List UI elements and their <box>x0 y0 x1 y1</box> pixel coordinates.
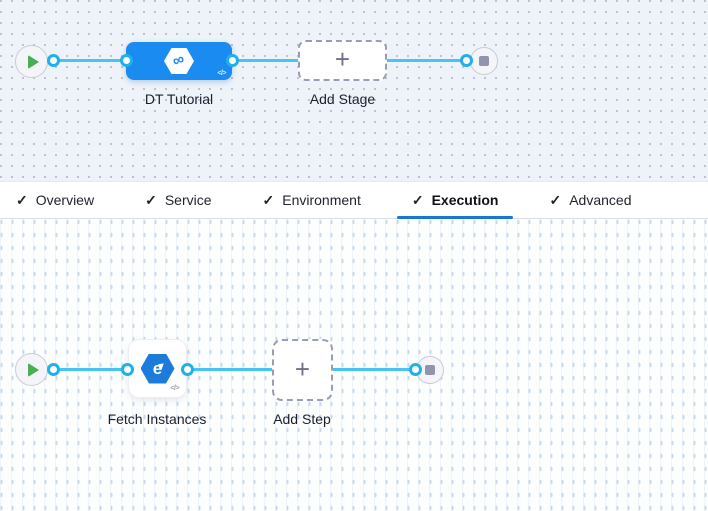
code-view-icon[interactable]: </> <box>170 385 179 392</box>
plus-icon: + <box>334 44 351 74</box>
tab-label: Environment <box>282 192 361 208</box>
end-in-port[interactable] <box>460 54 473 67</box>
pipeline-end-node[interactable] <box>470 47 498 75</box>
tab-service[interactable]: ✓ Service <box>130 182 226 218</box>
play-icon <box>27 362 39 377</box>
code-view-icon[interactable]: </> <box>217 70 226 77</box>
active-tab-indicator <box>396 216 514 219</box>
tab-overview[interactable]: ✓ Overview <box>1 182 109 218</box>
infinity-hexagon-icon: ∞ <box>164 48 194 74</box>
tab-advanced[interactable]: ✓ Advanced <box>534 182 646 218</box>
stop-icon <box>425 365 435 375</box>
exec-start-out-port[interactable] <box>47 363 60 376</box>
play-icon <box>27 54 39 69</box>
step-node-label: Fetch Instances <box>107 411 207 427</box>
tab-label: Overview <box>35 192 95 208</box>
step-in-port[interactable] <box>121 363 134 376</box>
stage-canvas[interactable]: ∞ </> DT Tutorial + Add Stage <box>0 0 708 181</box>
check-icon: ✓ <box>411 191 424 208</box>
add-stage-button[interactable]: + <box>298 40 387 81</box>
tab-label: Service <box>164 192 212 208</box>
tab-environment[interactable]: ✓ Environment <box>248 182 376 218</box>
check-icon: ✓ <box>262 191 275 208</box>
fetch-instances-hexagon-icon: e <box>140 353 175 384</box>
tab-label: Execution <box>431 192 499 208</box>
step-out-port[interactable] <box>181 363 194 376</box>
check-icon: ✓ <box>16 191 28 208</box>
step-connector-line <box>40 368 417 371</box>
stop-icon <box>479 56 489 66</box>
plus-icon: + <box>294 353 311 384</box>
execution-start-node[interactable] <box>15 353 48 386</box>
stage-in-port[interactable] <box>120 54 133 67</box>
stage-out-port[interactable] <box>226 54 239 67</box>
pipeline-start-node[interactable] <box>15 45 48 78</box>
check-icon: ✓ <box>145 191 157 208</box>
add-step-button[interactable]: + <box>272 339 333 401</box>
execution-canvas[interactable]: e </> Fetch Instances + Add Step <box>0 219 708 511</box>
stage-config-tabs: ✓ Overview ✓ Service ✓ Environment ✓ Exe… <box>0 181 708 219</box>
exec-end-in-port[interactable] <box>409 363 422 376</box>
add-step-label: Add Step <box>273 411 331 427</box>
step-node-fetch-instances[interactable]: e </> <box>128 339 187 398</box>
stage-node-dt-tutorial[interactable]: ∞ </> <box>126 42 232 80</box>
tab-execution[interactable]: ✓ Execution <box>396 182 514 219</box>
check-icon: ✓ <box>549 191 562 208</box>
stage-node-label: DT Tutorial <box>144 91 214 107</box>
add-stage-label: Add Stage <box>309 91 376 107</box>
tab-label: Advanced <box>569 192 632 208</box>
stage-connector-line <box>40 59 468 62</box>
start-out-port[interactable] <box>47 54 60 67</box>
